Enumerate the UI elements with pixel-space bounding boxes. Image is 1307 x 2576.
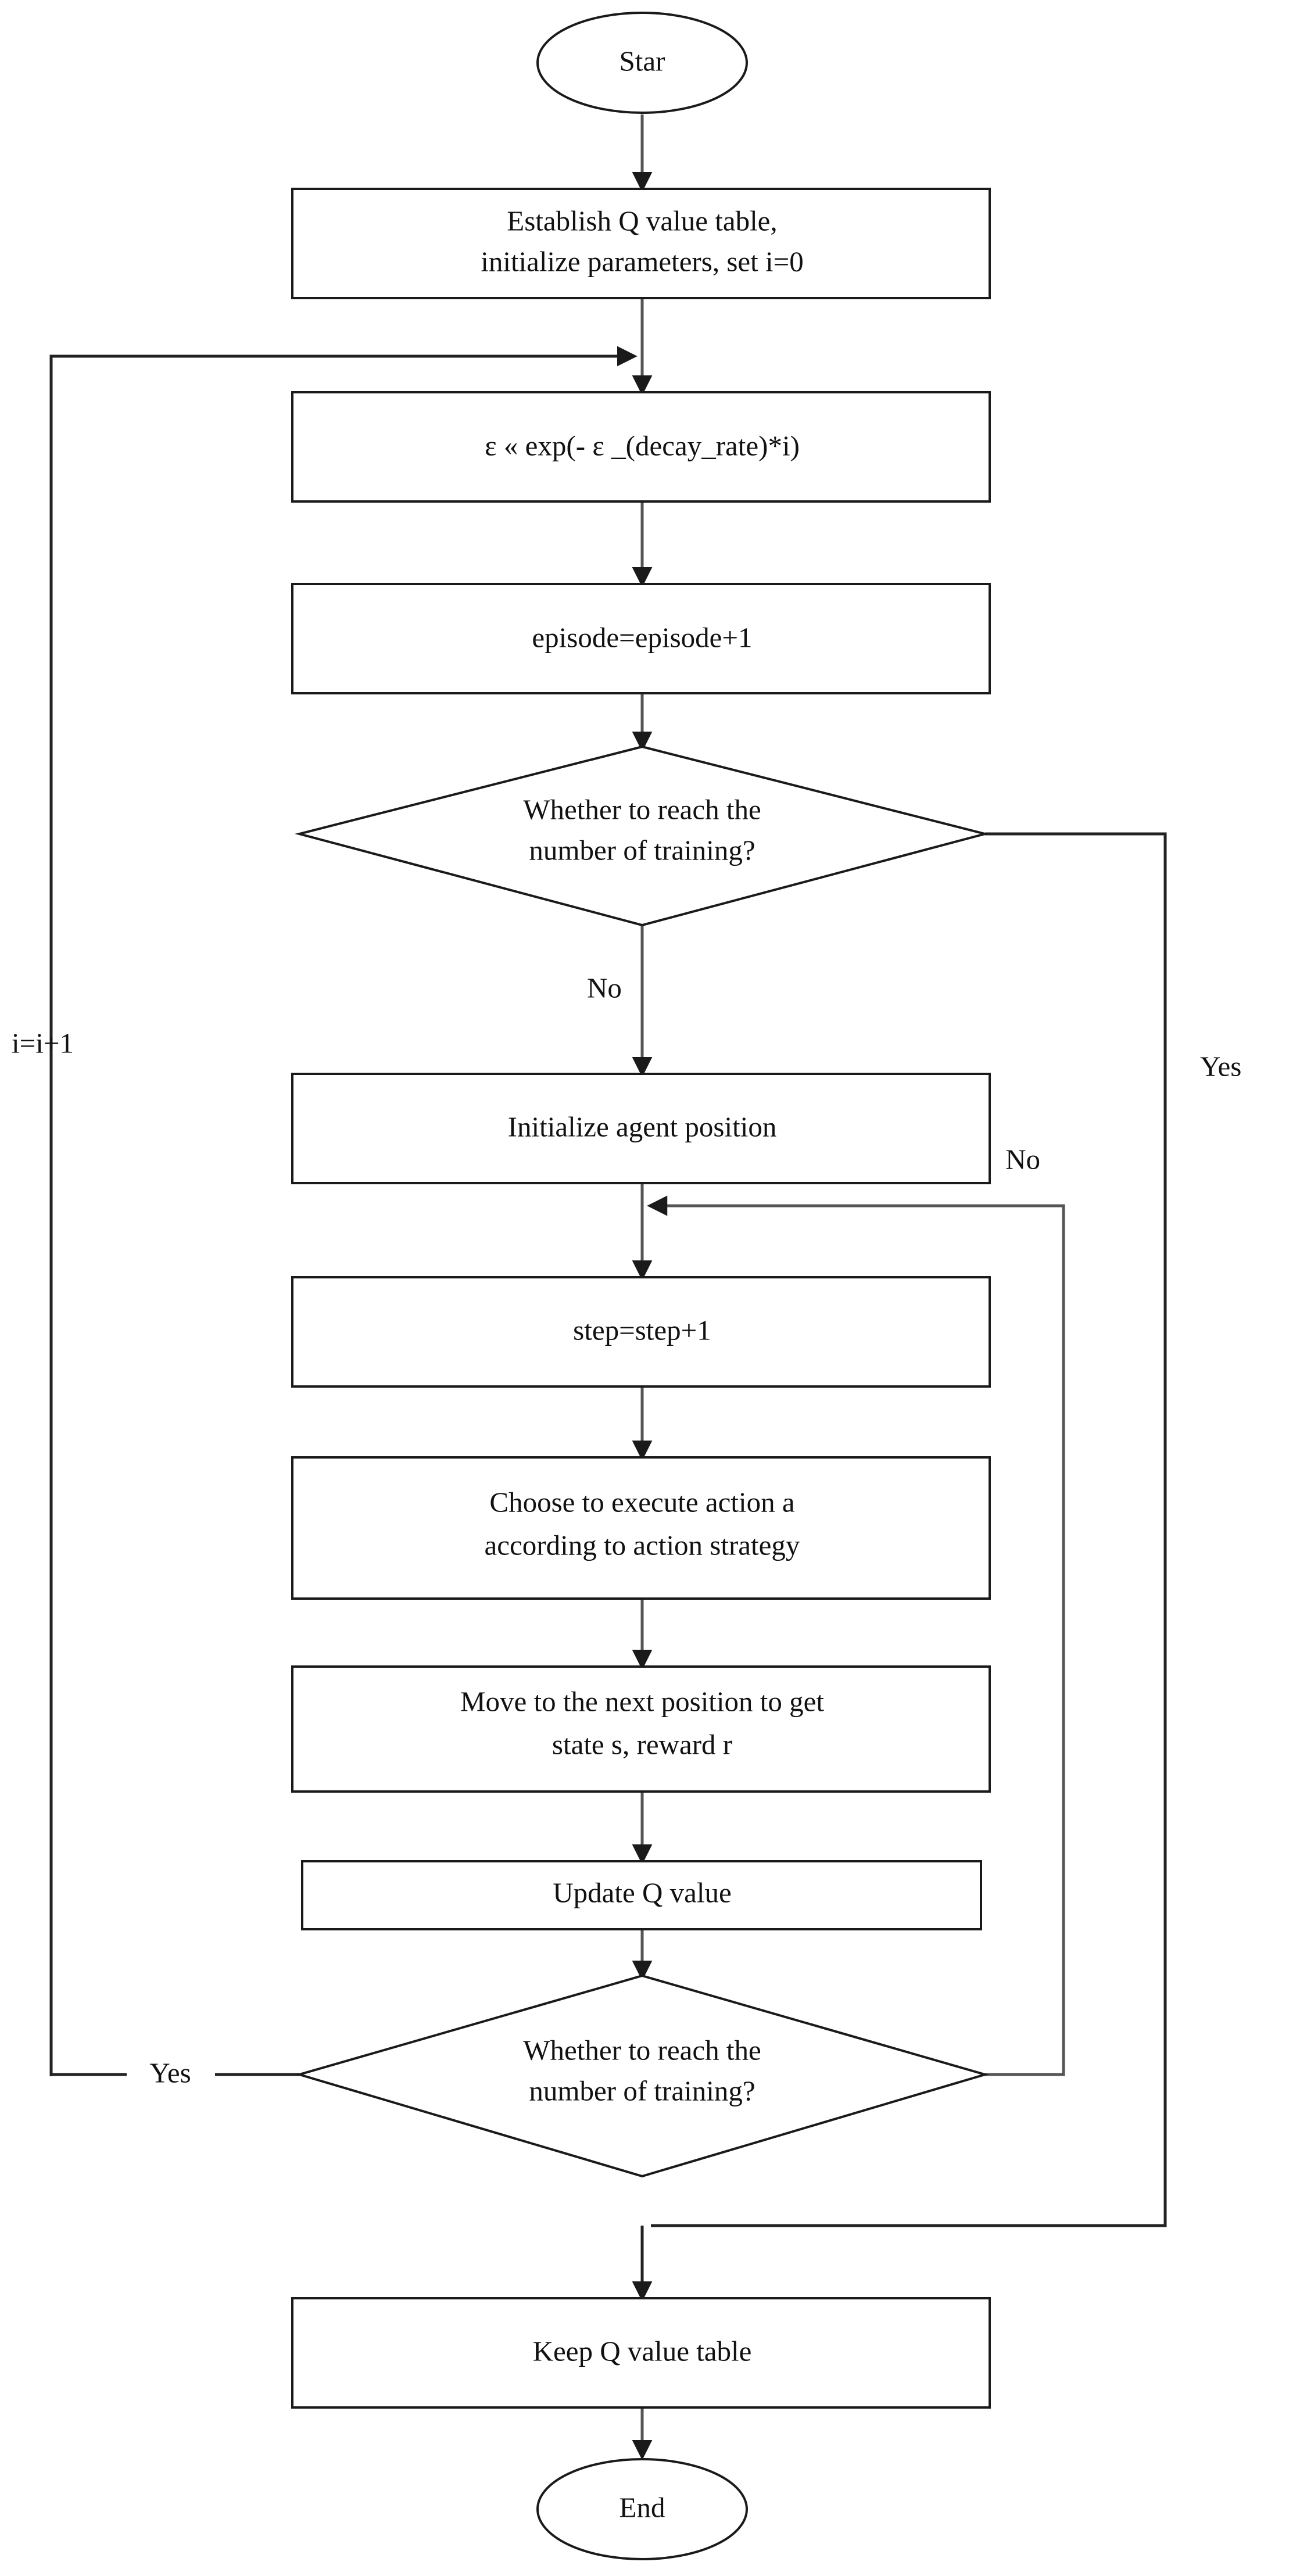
- node-epsilon-label: ε « exp(- ε _(decay_rate)*i): [485, 429, 800, 461]
- node-episode[interactable]: [291, 583, 991, 694]
- node-establish-line1: Establish Q value table,: [507, 205, 777, 237]
- edge-decision-inner-no: [647, 1195, 1065, 2076]
- node-update-q-label: Update Q value: [553, 1876, 732, 1908]
- node-move[interactable]: [291, 1665, 991, 1793]
- node-epsilon[interactable]: [291, 391, 991, 503]
- node-choose-action-line2: according to action strategy: [485, 1529, 800, 1561]
- node-choose-action-line1: Choose to execute action a: [489, 1486, 794, 1518]
- node-update-q[interactable]: [301, 1860, 982, 1930]
- node-init-agent-label: Initialize agent position: [508, 1110, 777, 1142]
- edge-label-outer-yes: Yes: [1200, 1050, 1241, 1082]
- node-keep-q[interactable]: [291, 2297, 991, 2409]
- node-start-label: Star: [620, 45, 665, 77]
- edge-label-inner-no: No: [1005, 1143, 1040, 1175]
- node-decision-outer-line1: Whether to reach the: [523, 793, 761, 825]
- node-decision-inner-line2: number of training?: [529, 2075, 755, 2106]
- node-init-agent[interactable]: [291, 1073, 991, 1184]
- edge-outer-loopback: [49, 346, 638, 2076]
- edge-label-inner-yes: Yes: [149, 2056, 191, 2088]
- edge-label-outer-no: No: [587, 972, 622, 1004]
- node-step[interactable]: [291, 1276, 991, 1388]
- node-choose-action[interactable]: [291, 1456, 991, 1600]
- node-establish[interactable]: [291, 188, 991, 299]
- node-decision-outer-line2: number of training?: [529, 834, 755, 866]
- node-move-line1: Move to the next position to get: [460, 1685, 824, 1717]
- node-start[interactable]: [536, 12, 748, 114]
- node-keep-q-label: Keep Q value table: [533, 2335, 752, 2367]
- node-move-line2: state s, reward r: [552, 1728, 732, 1760]
- node-decision-inner-line1: Whether to reach the: [523, 2034, 761, 2066]
- edge-label-loop-counter: i=i+1: [12, 1027, 74, 1059]
- node-end-label: End: [620, 2491, 665, 2523]
- node-establish-line2: initialize parameters, set i=0: [481, 245, 804, 277]
- node-decision-inner[interactable]: [295, 1974, 990, 2178]
- edge-decision-outer-yes: [651, 832, 1167, 2227]
- node-end[interactable]: [536, 2458, 748, 2560]
- node-step-label: step=step+1: [573, 1314, 711, 1346]
- node-decision-outer[interactable]: [295, 745, 990, 927]
- node-episode-label: episode=episode+1: [532, 621, 752, 653]
